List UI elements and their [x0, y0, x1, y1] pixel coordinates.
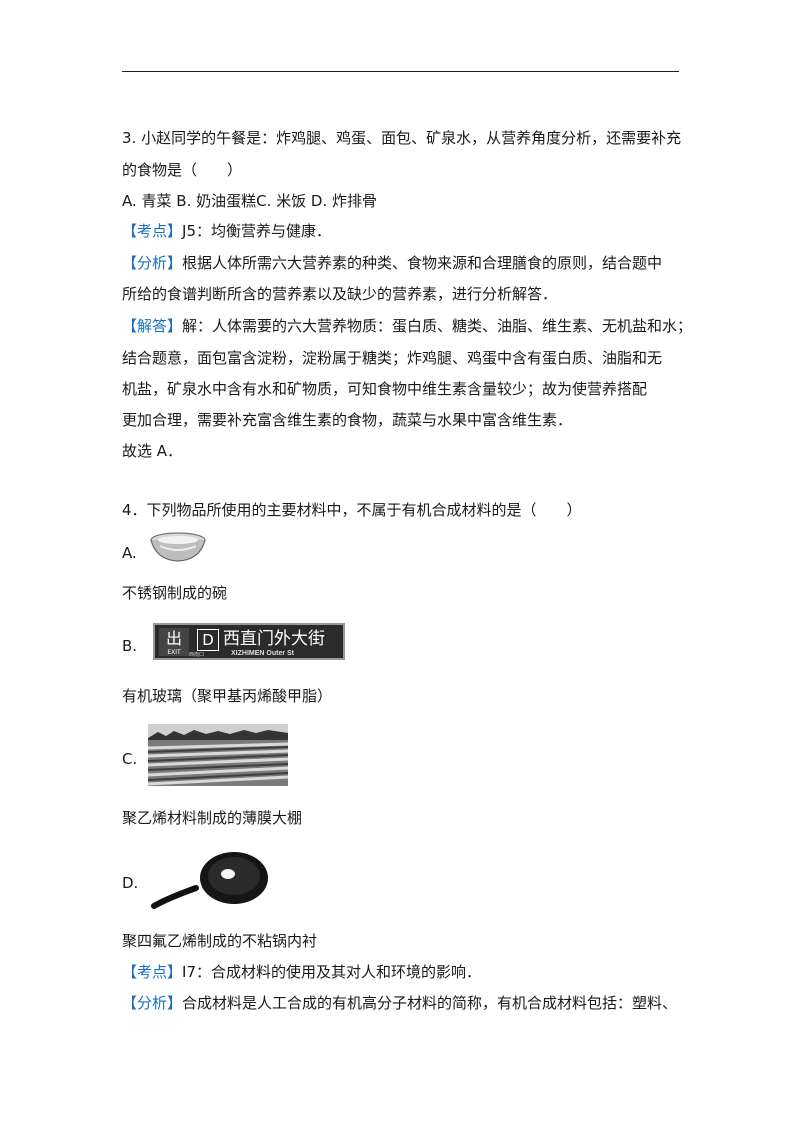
q4-option-b-caption: 有机玻璃（聚甲基丙烯酸甲脂）: [122, 687, 333, 705]
q4-kaodian: 【考点】I7：合成材料的使用及其对人和环境的影响．: [122, 962, 481, 982]
q3-stem-line2: 的食物是（ ）: [122, 161, 243, 179]
q4-option-b-label: B.: [122, 637, 138, 655]
kaodian-text: J5：均衡营养与健康．: [182, 222, 331, 240]
q4-option-c-label: C.: [122, 750, 138, 768]
kaodian-text: I7：合成材料的使用及其对人和环境的影响．: [182, 963, 481, 981]
q4-stem: 4．下列物品所使用的主要材料中，不属于有机合成材料的是（ ）: [122, 501, 582, 519]
q3-jieda: 【解答】解：人体需要的六大营养物质：蛋白质、糖类、油脂、维生素、无机盐和水；: [122, 316, 692, 336]
q3-fenxi-line2: 所给的食谱判断所含的营养素以及缺少的营养素，进行分析解答．: [122, 285, 558, 303]
q4-option-d-caption: 聚四氟乙烯制成的不粘锅内衬: [122, 932, 318, 950]
kaodian-tag: 【考点】: [122, 963, 183, 981]
jieda-tag: 【解答】: [122, 317, 183, 335]
steel-bowl-image: [150, 532, 206, 562]
sign-letter: D: [197, 629, 219, 651]
fenxi-tag: 【分析】: [122, 254, 183, 272]
greenhouse-film-image: [148, 724, 288, 786]
q3-stem-line1: 3. 小赵同学的午餐是：炸鸡腿、鸡蛋、面包、矿泉水，从营养角度分析，还需要补充: [122, 129, 682, 147]
q4-option-d-label: D.: [122, 874, 139, 892]
kaodian-tag: 【考点】: [122, 222, 183, 240]
q3-answer: 故选 A．: [122, 442, 183, 460]
q3-jieda-line2: 结合题意，面包富含淀粉，淀粉属于糖类；炸鸡腿、鸡蛋中含有蛋白质、油脂和无: [122, 349, 663, 367]
q4-option-c-caption: 聚乙烯材料制成的薄膜大棚: [122, 809, 303, 827]
q4-option-a-caption: 不锈钢制成的碗: [122, 584, 228, 602]
jieda-line1: 解：人体需要的六大营养物质：蛋白质、糖类、油脂、维生素、无机盐和水；: [182, 317, 693, 335]
sign-small-text: 西南口: [189, 652, 205, 658]
fenxi-line1: 合成材料是人工合成的有机高分子材料的简称，有机合成材料包括：塑料、: [182, 994, 678, 1012]
fenxi-line1: 根据人体所需六大营养素的种类、食物来源和合理膳食的原则，结合题中: [182, 254, 663, 272]
sign-english: XIZHIMEN Outer St: [231, 650, 295, 657]
q3-options: A. 青菜 B. 奶油蛋糕C. 米饭 D. 炸排骨: [122, 192, 377, 210]
header-rule: [122, 71, 679, 72]
fenxi-tag: 【分析】: [122, 994, 183, 1012]
q4-option-a-label: A.: [122, 544, 137, 562]
q3-fenxi: 【分析】根据人体所需六大营养素的种类、食物来源和合理膳食的原则，结合题中: [122, 253, 662, 273]
nonstick-pan-image: [151, 852, 268, 909]
q3-jieda-line4: 更加合理，需要补充富含维生素的食物，蔬菜与水果中富含维生素．: [122, 411, 573, 429]
q3-jieda-line3: 机盐，矿泉水中含有水和矿物质，可知食物中维生素含量较少；故为使营养搭配: [122, 380, 648, 398]
sign-text: 西直门外大街: [223, 629, 325, 649]
q3-kaodian: 【考点】J5：均衡营养与健康．: [122, 221, 331, 241]
q4-fenxi: 【分析】合成材料是人工合成的有机高分子材料的简称，有机合成材料包括：塑料、: [122, 993, 677, 1013]
